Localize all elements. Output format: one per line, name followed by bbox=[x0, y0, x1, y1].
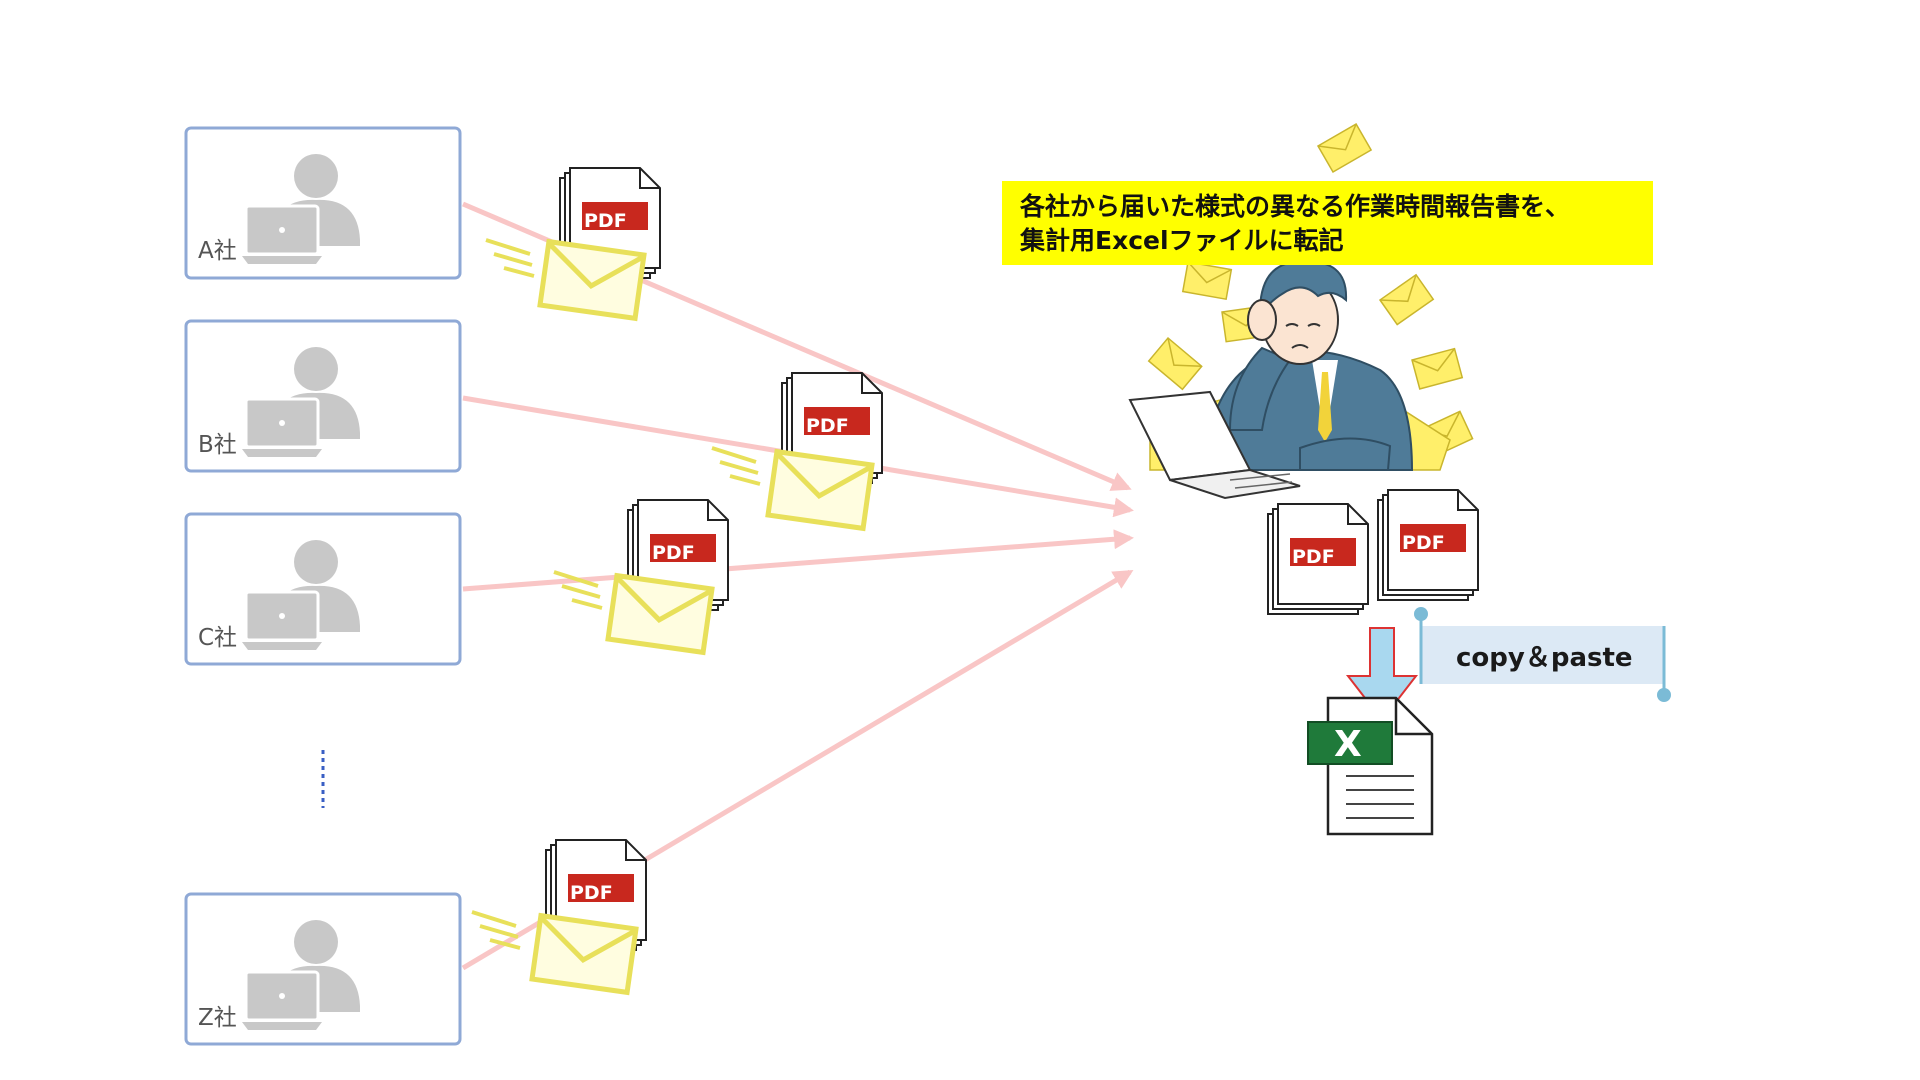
mail-pdf-z: PDF bbox=[470, 839, 647, 993]
received-pdf-stack-2: PDF bbox=[1377, 489, 1479, 601]
pdf-label: PDF bbox=[570, 882, 613, 904]
pdf-label: PDF bbox=[806, 415, 849, 437]
pdf-label: PDF bbox=[584, 210, 627, 232]
company-label: C社 bbox=[198, 625, 237, 651]
speed-lines-icon bbox=[710, 446, 762, 486]
envelope-icon bbox=[768, 452, 872, 529]
mail-pdf-a: PDF bbox=[484, 167, 661, 319]
envelope-icon bbox=[608, 576, 712, 653]
company-card-a: A社 bbox=[184, 126, 462, 280]
copy-paste-note: copy＆paste bbox=[1414, 607, 1671, 702]
company-label: A社 bbox=[198, 238, 237, 264]
pdf-label: PDF bbox=[1292, 546, 1335, 568]
pdf-label: PDF bbox=[652, 542, 695, 564]
company-label: B社 bbox=[198, 432, 237, 458]
received-pdf-stack-1: PDF bbox=[1267, 503, 1369, 615]
copy-paste-label: copy＆paste bbox=[1456, 643, 1633, 673]
banner-line-1: 各社から届いた様式の異なる作業時間報告書を、 bbox=[1019, 192, 1570, 221]
flow-arrow-c bbox=[462, 529, 1134, 592]
envelope-icon bbox=[532, 916, 636, 993]
envelope-icon bbox=[540, 242, 644, 319]
speed-lines-icon bbox=[484, 238, 536, 278]
stressed-worker-illustration bbox=[1128, 123, 1474, 500]
company-card-z: Z社 bbox=[184, 892, 462, 1046]
banner-line-2: 集計用Excelファイルに転記 bbox=[1019, 226, 1344, 255]
company-label: Z社 bbox=[198, 1005, 237, 1031]
company-card-b: B社 bbox=[184, 319, 462, 473]
company-card-c: C社 bbox=[184, 512, 462, 666]
problem-banner: 各社から届いた様式の異なる作業時間報告書を、 集計用Excelファイルに転記 bbox=[1002, 181, 1653, 265]
excel-file-icon: X bbox=[1307, 696, 1434, 836]
speed-lines-icon bbox=[470, 910, 522, 950]
mail-pdf-c: PDF bbox=[552, 499, 729, 653]
pdf-label: PDF bbox=[1402, 532, 1445, 554]
excel-x-label: X bbox=[1334, 724, 1362, 765]
mail-pdf-b: PDF bbox=[710, 372, 883, 529]
